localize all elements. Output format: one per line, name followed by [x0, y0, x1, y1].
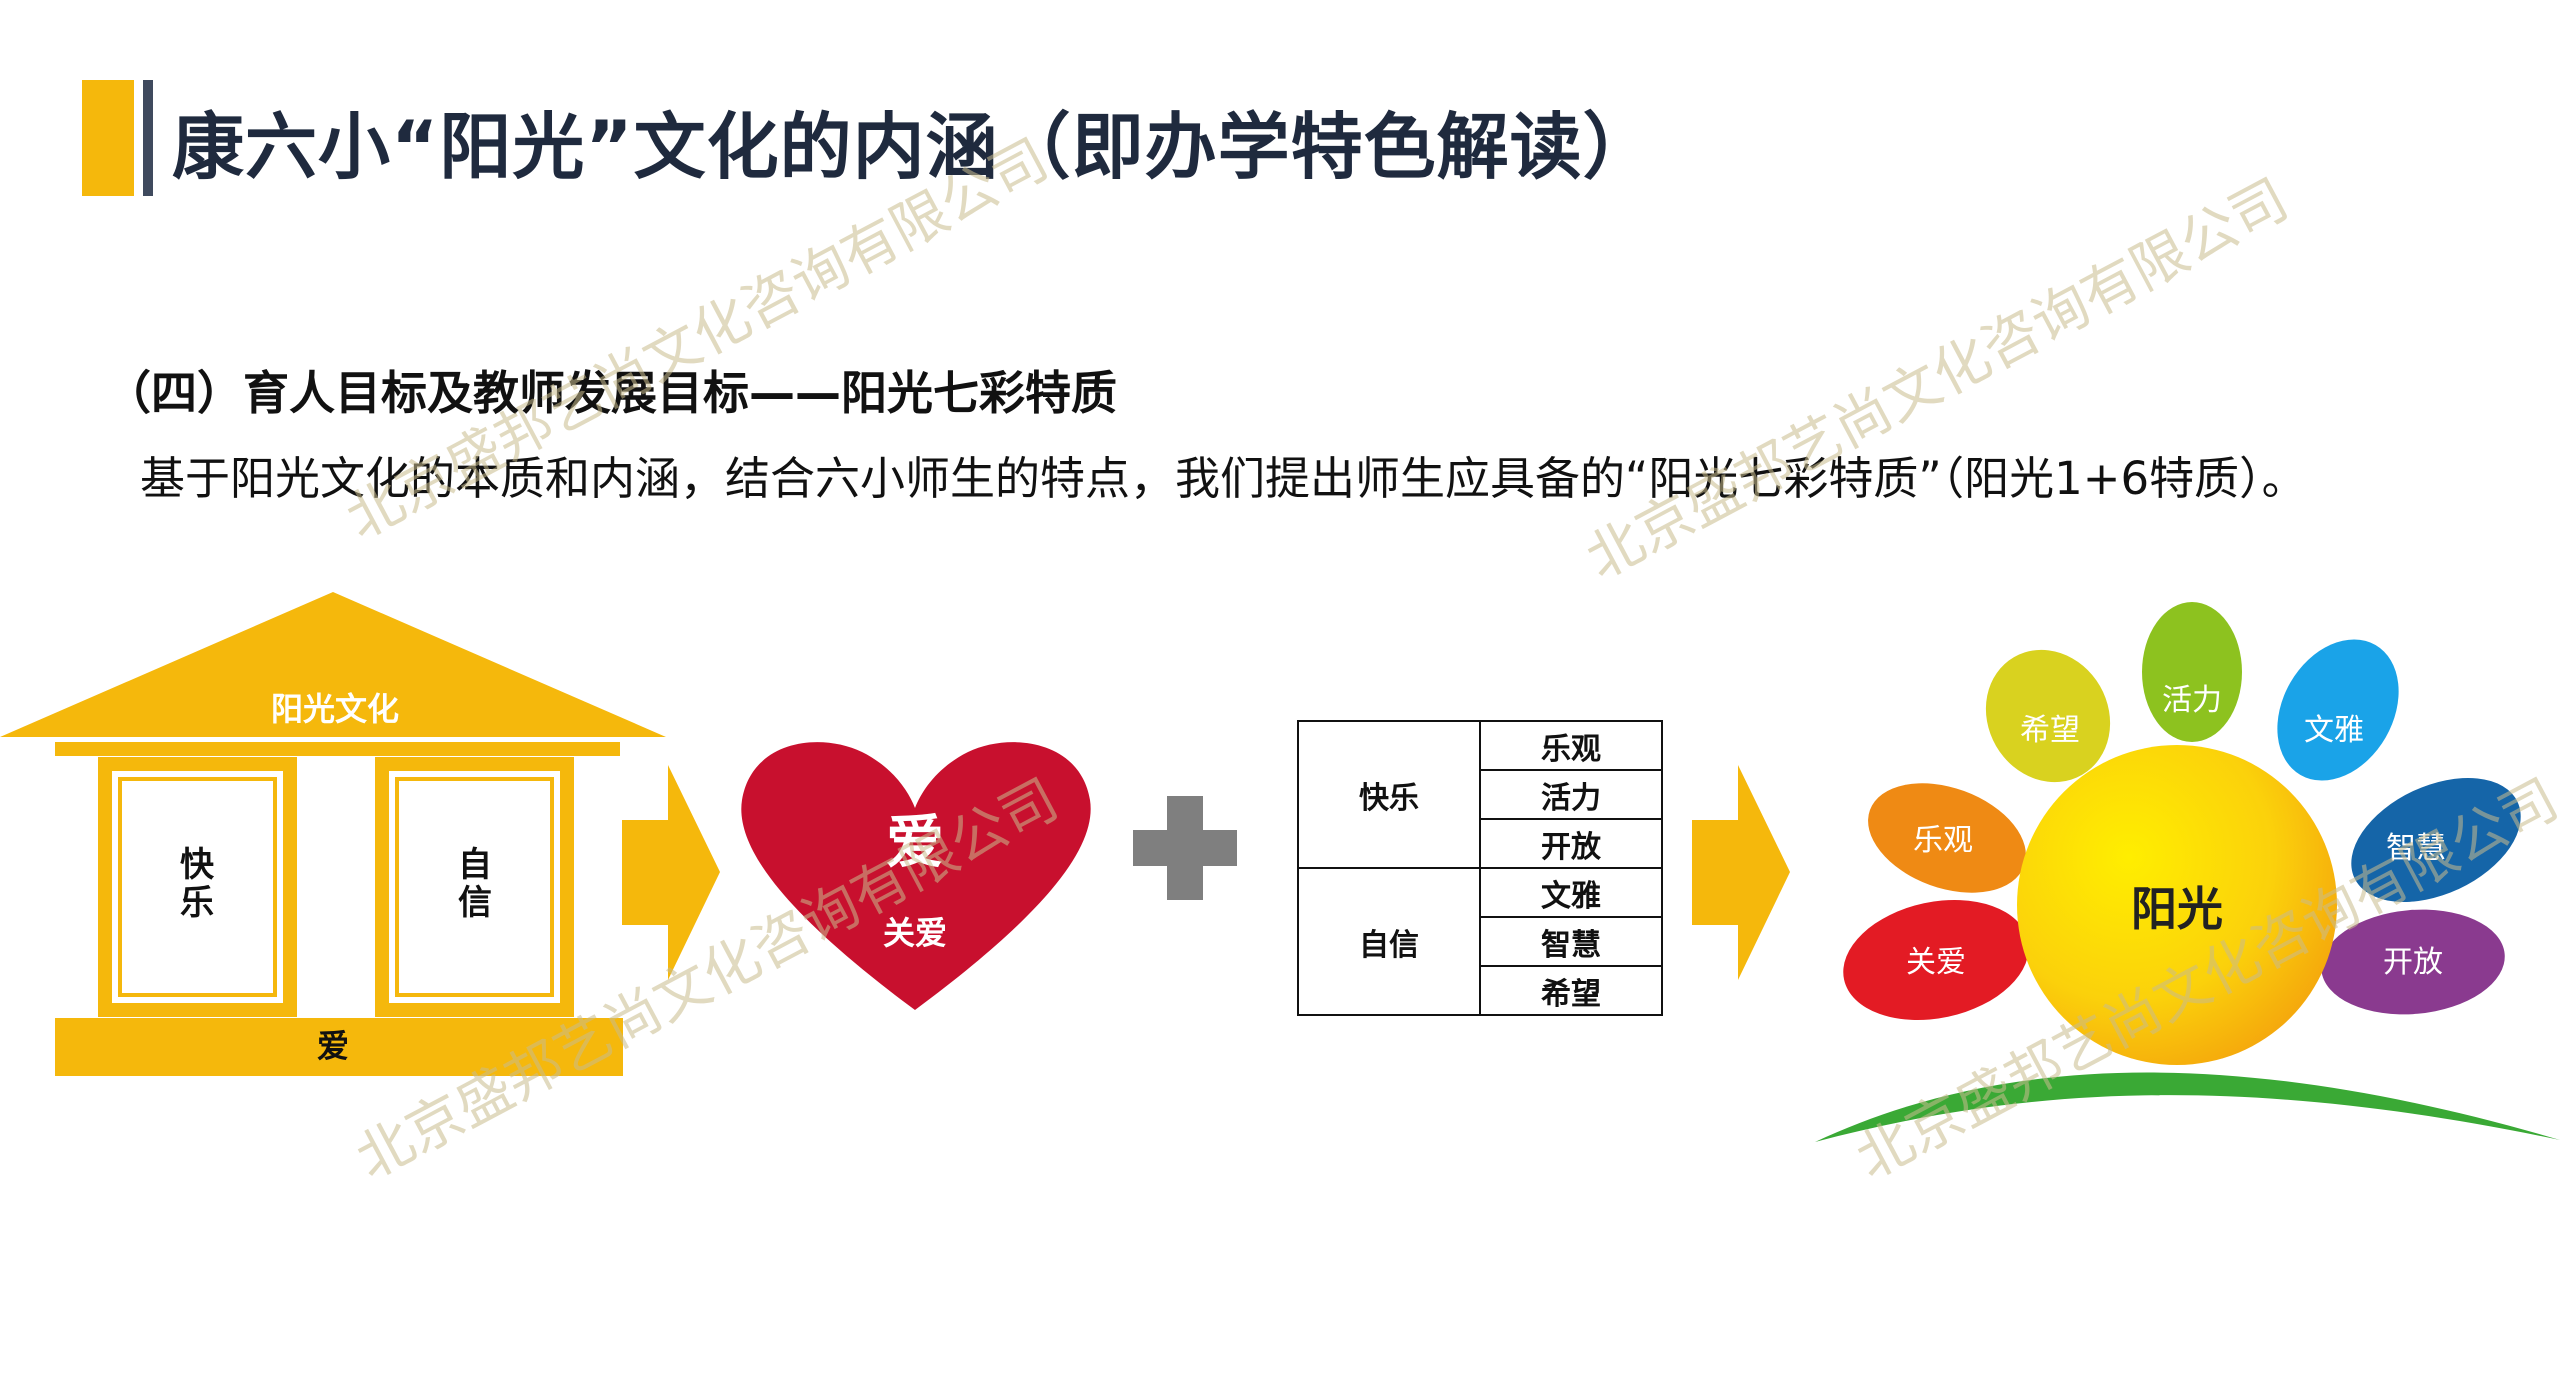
item-cell: 开放 [1479, 818, 1663, 869]
table-row: 自信 文雅 [1297, 867, 1663, 1016]
item-cell: 智慧 [1479, 916, 1663, 967]
pillar-right-label-1: 自 [458, 845, 492, 885]
group-cell-kuaile: 快乐 [1297, 720, 1481, 869]
temple-pillar-right [375, 757, 574, 1017]
table-row: 快乐 乐观 [1297, 720, 1663, 869]
petal-huoli [2142, 602, 2242, 742]
temple-pillar-left-inner [118, 777, 277, 997]
petal-label-kaifang: 开放 [2383, 945, 2443, 980]
title-accent-bar [82, 80, 134, 196]
table-row: 智慧 [1298, 916, 1663, 967]
item-cell: 活力 [1479, 769, 1663, 820]
temple-base [55, 1018, 623, 1076]
temple-base-label: 爱 [317, 1027, 349, 1065]
petal-label-zhihui: 智慧 [2386, 831, 2446, 866]
group-cell-zixin: 自信 [1297, 867, 1481, 1016]
watermark-2: 北京盛邦艺尚文化咨询有限公司 [1576, 167, 2299, 592]
heart-graphic: 爱 关爱 [741, 742, 1091, 1010]
arrow-right-2 [1692, 765, 1790, 980]
temple-pillar-left [98, 757, 297, 1017]
arrow-right-1 [622, 765, 720, 980]
intro-paragraph: 基于阳光文化的本质和内涵，结合六小师生的特点，我们提出师生应具备的“阳光七彩特质… [140, 452, 2307, 505]
title-divider-bar [143, 80, 153, 196]
temple-graphic: 阳光文化 爱 快 乐 自 信 [0, 592, 666, 1076]
qualities-table: 快乐 乐观 活力 开放 自信 文雅 智慧 希望 [1297, 720, 1663, 1016]
petal-guanai [1843, 899, 2029, 1021]
flower-graphic: 阳光 关爱 乐观 希望 活力 文雅 智慧 开放 [1815, 602, 2560, 1142]
petal-leguan [1868, 783, 2026, 893]
item-cell: 乐观 [1479, 720, 1663, 771]
temple-lintel [55, 742, 620, 756]
plus-icon [1133, 796, 1237, 900]
petal-label-guanai: 关爱 [1906, 945, 1966, 980]
pillar-left-label-2: 乐 [180, 883, 214, 923]
petal-label-leguan: 乐观 [1913, 823, 1973, 858]
page-title: 康六小“阳光”文化的内涵（即办学特色解读） [172, 105, 1656, 189]
sun-label: 阳光 [2131, 882, 2223, 936]
section-heading: （四）育人目标及教师发展目标——阳光七彩特质 [105, 366, 1117, 420]
pillar-right-label-2: 信 [458, 883, 492, 923]
table-row: 活力 [1298, 769, 1663, 820]
item-cell: 文雅 [1479, 867, 1663, 918]
sun-center [2017, 745, 2337, 1065]
item-cell: 希望 [1479, 965, 1663, 1016]
petal-wenya [2277, 639, 2399, 781]
temple-roof-label: 阳光文化 [271, 690, 399, 728]
temple-pillar-right-inner [395, 777, 554, 997]
petal-label-xiwang: 希望 [2020, 713, 2080, 748]
watermark-3: 北京盛邦艺尚文化咨询有限公司 [346, 767, 1069, 1192]
heart-main-label: 爱 [886, 808, 944, 876]
petal-label-huoli: 活力 [2162, 683, 2222, 718]
watermark-1: 北京盛邦艺尚文化咨询有限公司 [336, 127, 1059, 552]
petal-xiwang [1985, 649, 2111, 783]
grass-arc [1815, 1072, 2560, 1142]
petal-zhihui [2351, 778, 2521, 902]
table-row: 开放 [1298, 818, 1663, 869]
table-row: 希望 [1298, 965, 1663, 1016]
heart-sub-label: 关爱 [883, 914, 947, 952]
petal-label-wenya: 文雅 [2304, 713, 2364, 748]
petal-kaifang [2321, 909, 2505, 1015]
temple-roof [0, 592, 666, 737]
pillar-left-label-1: 快 [180, 845, 215, 885]
heart-shape [741, 742, 1091, 1010]
